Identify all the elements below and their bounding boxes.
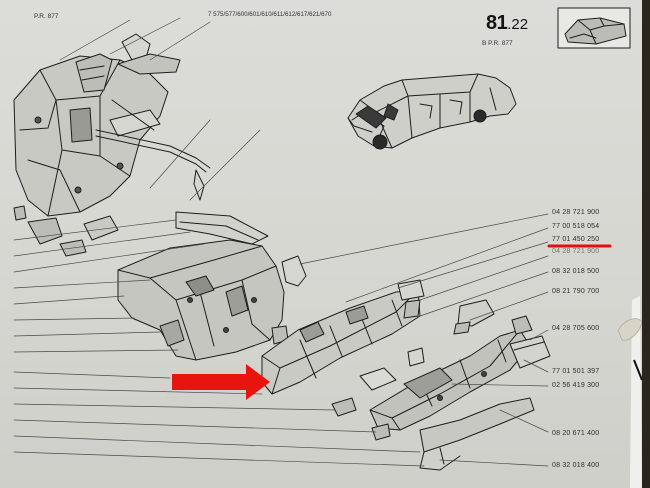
rear-floor-members [331, 299, 551, 471]
part-number-8: 77 01 501 397 [552, 368, 600, 375]
part-number-4: 04 28 721 900 [552, 248, 600, 255]
page-left-label: P.R. 877 [34, 13, 59, 20]
section-number: 81.22 [486, 12, 529, 34]
binding-string [617, 318, 643, 341]
applicable-models: 7 575/577/600/601/610/611/612/617/621/67… [208, 11, 332, 18]
part-number-11: 08 32 018 400 [552, 462, 600, 469]
part-number-7: 04 28 705 600 [552, 325, 600, 332]
page-shadow-right [642, 0, 650, 488]
part-number-2: 77 00 518 054 [552, 223, 600, 230]
section-thumbnail [557, 7, 631, 49]
floor-channel-part [261, 279, 425, 395]
upper-body-assembly [13, 33, 211, 257]
car-reference-drawing [347, 73, 517, 150]
part-number-5: 08 32 018 500 [552, 268, 600, 275]
page-edge-mark [633, 359, 643, 381]
part-number-6: 08 21 790 700 [552, 288, 600, 295]
page-right-label: B P.R. 877 [482, 40, 513, 47]
part-number-1: 04 28 721 900 [552, 209, 600, 216]
leader-lines [13, 17, 549, 467]
red-pointer-arrow-icon [172, 364, 270, 400]
part-number-10: 08 20 671 400 [552, 430, 600, 437]
part-number-9: 02 56 419 300 [552, 382, 600, 389]
part-number-3-highlighted: 77 01 450 250 [552, 236, 600, 243]
adjacent-page-edge [630, 296, 642, 488]
section-number-main: 81 [486, 12, 508, 34]
front-floor-shell [117, 211, 307, 361]
section-number-suffix: 22 [511, 16, 529, 33]
